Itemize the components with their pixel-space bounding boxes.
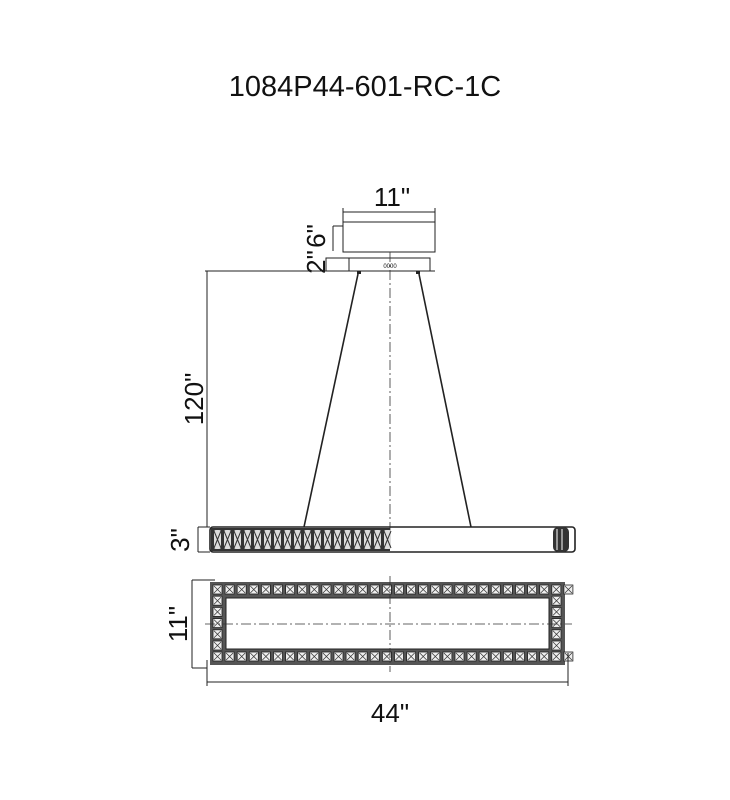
fixture-plan-view [205, 576, 574, 672]
drop-dimension: 120" [179, 270, 435, 527]
fixture-length-label: 44" [371, 698, 409, 728]
fixture-width-dimension: 11" [163, 579, 215, 669]
canopy-height-label: 6" [301, 224, 331, 248]
fixture-length-dimension: 44" [206, 653, 569, 728]
suspension-cable-left [303, 273, 359, 528]
plate-height-label: 2" [301, 250, 331, 274]
canopy: 0000 [325, 221, 436, 274]
bar-height-dimension: 3" [165, 526, 210, 553]
bar-height-label: 3" [165, 528, 195, 552]
fixture-side-view [209, 526, 576, 553]
canopy-height-dimension: 6" 2" [301, 224, 343, 274]
fixture-width-label: 11" [163, 606, 193, 642]
canopy-width-dimension: 11" [342, 182, 436, 222]
canopy-width-label: 11" [374, 182, 410, 212]
diagram-title: 1084P44-601-RC-1C [229, 71, 501, 103]
drop-length-label: 120" [179, 373, 209, 426]
suspension-cable-right [418, 273, 472, 528]
